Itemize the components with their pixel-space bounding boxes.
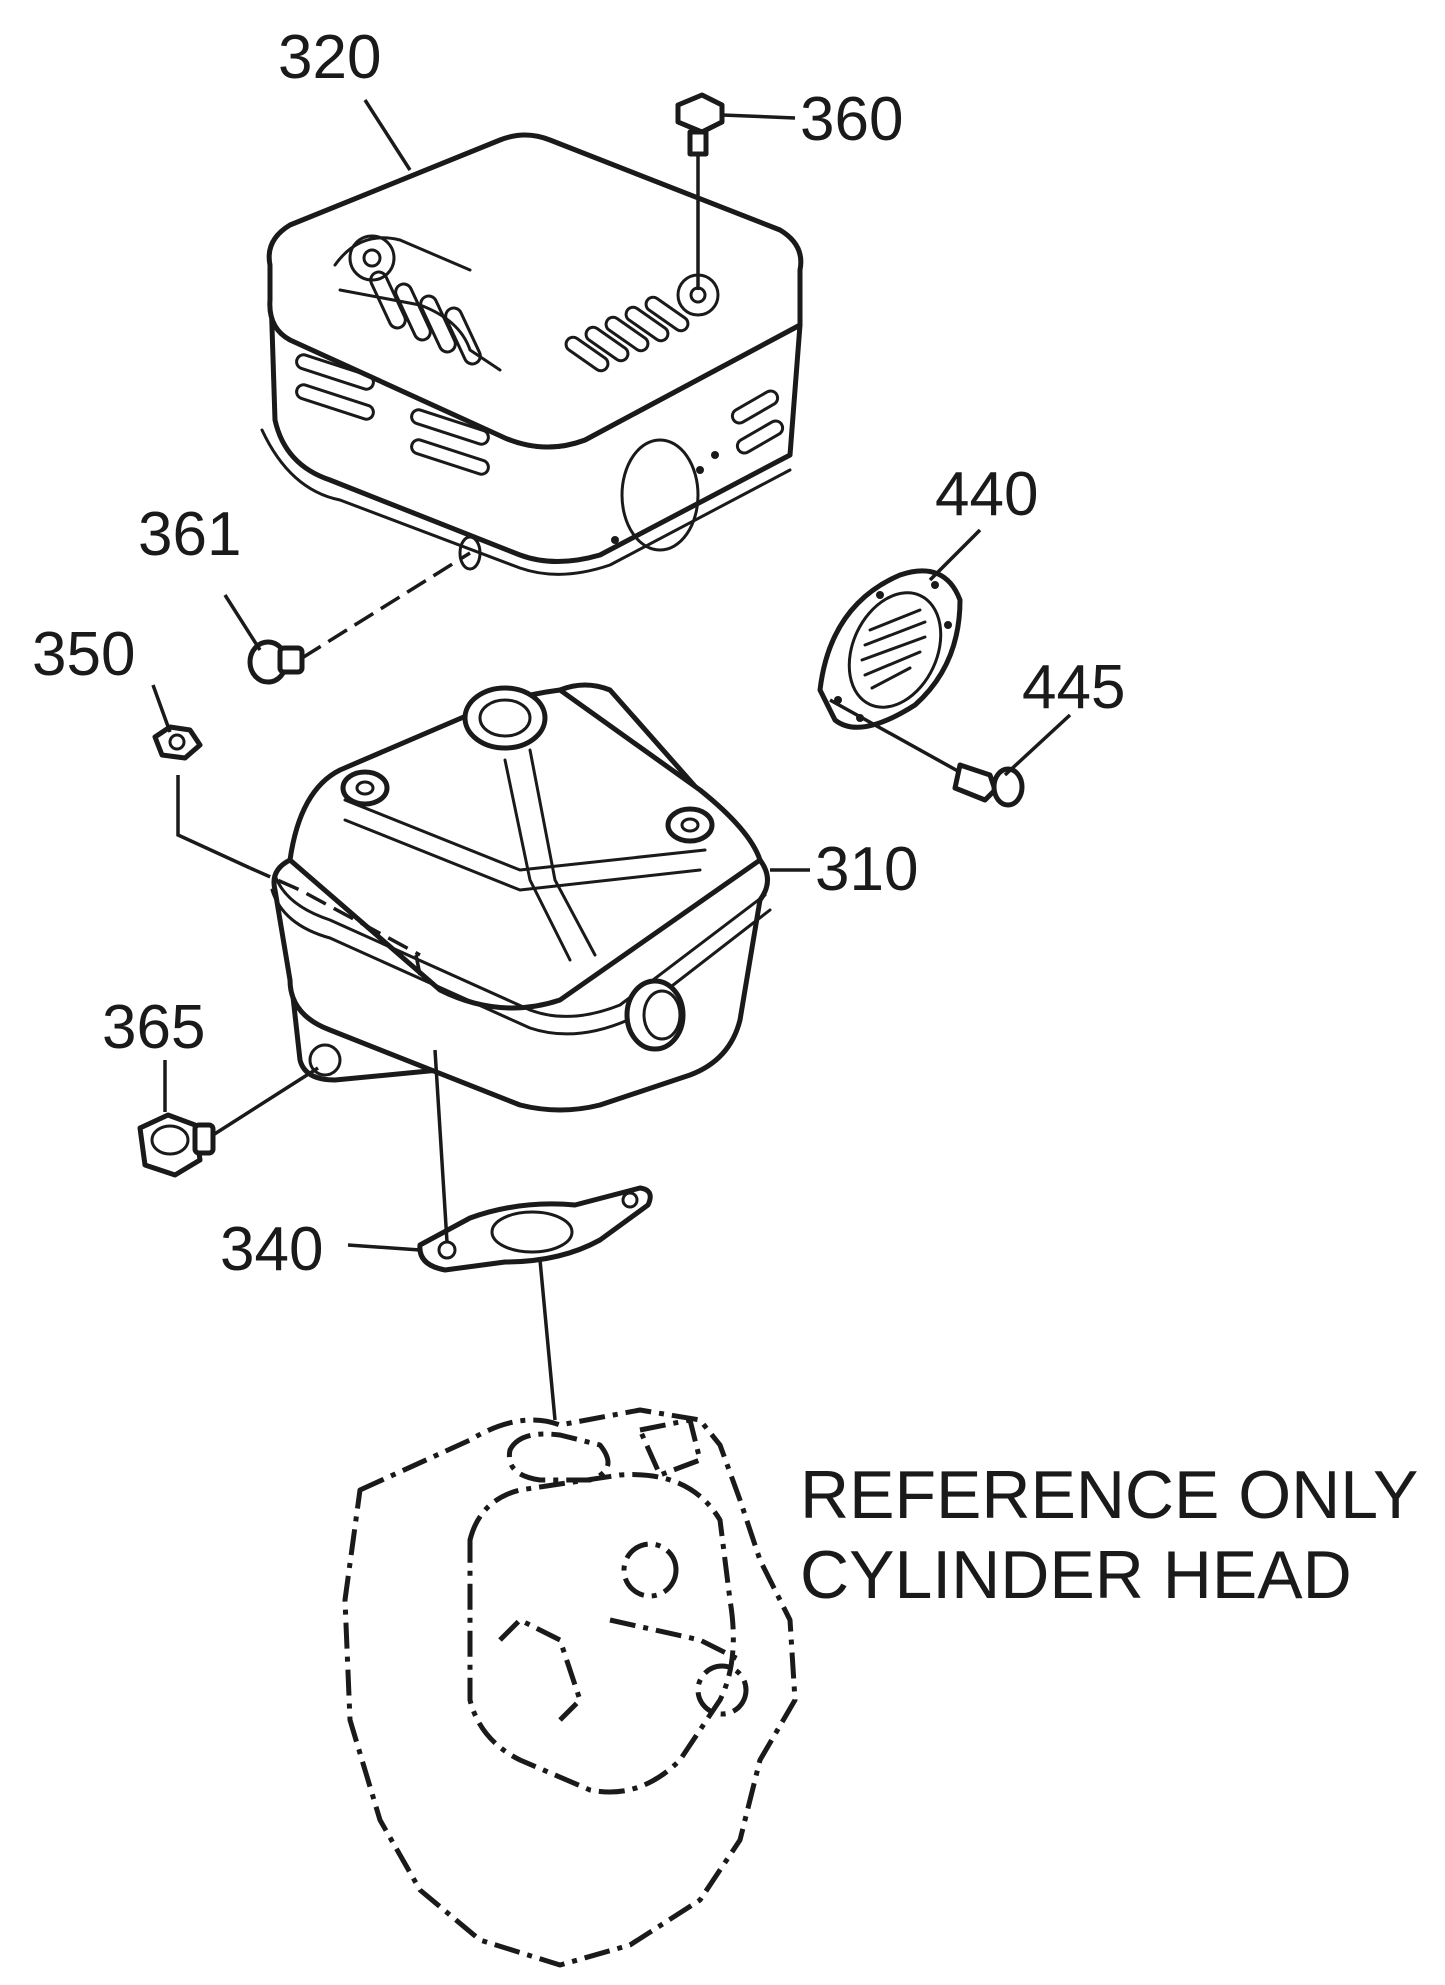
callout-310: 310 xyxy=(815,835,918,904)
reference-note-line2: CYLINDER HEAD xyxy=(800,1537,1352,1613)
screw-445 xyxy=(829,698,1025,808)
callout-350: 350 xyxy=(32,620,135,689)
cylinder-head-reference xyxy=(342,1407,798,1968)
callout-340: 340 xyxy=(220,1215,323,1284)
reference-note-line1: REFERENCE ONLY xyxy=(800,1457,1418,1533)
callout-445: 445 xyxy=(1022,653,1125,722)
callout-320: 320 xyxy=(278,23,381,92)
callout-440: 440 xyxy=(935,460,1038,529)
gasket-340 xyxy=(417,1049,653,1421)
screw-361 xyxy=(247,551,471,685)
heat-shield-320 xyxy=(260,132,804,576)
spark-arrester-440 xyxy=(817,568,963,730)
nut-350 xyxy=(152,724,251,870)
bolt-360 xyxy=(675,92,725,290)
callout-leaders xyxy=(151,99,1072,1252)
callout-360: 360 xyxy=(800,85,903,154)
muffler-body-310 xyxy=(249,682,772,1113)
callout-361: 361 xyxy=(138,500,241,569)
bolt-365 xyxy=(137,1066,319,1178)
callout-365: 365 xyxy=(102,993,205,1062)
